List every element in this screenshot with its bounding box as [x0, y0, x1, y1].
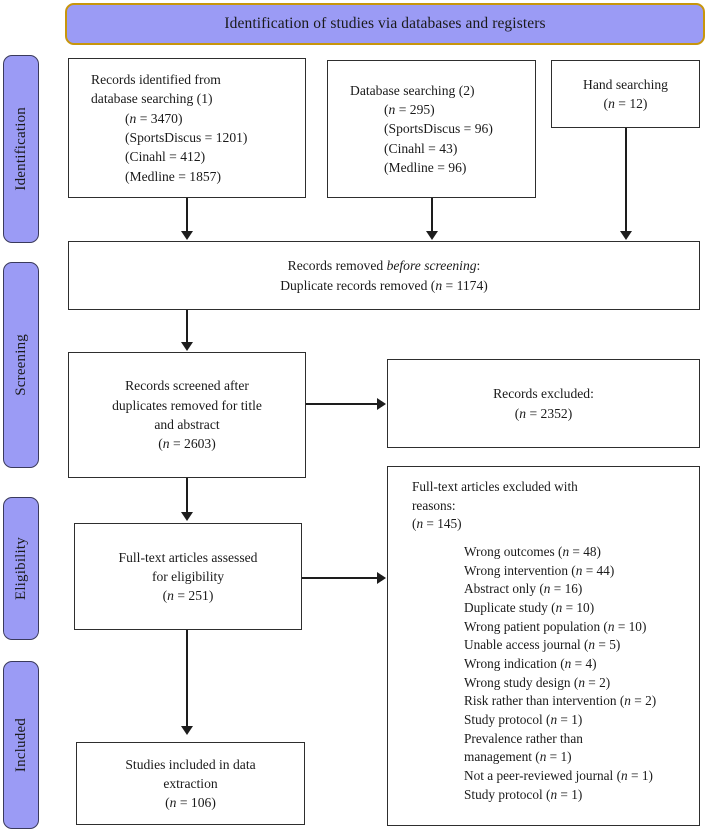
reason-item: Prevalence rather than [464, 730, 583, 746]
node-fulltext-excluded-header-2: reasons: [412, 497, 456, 513]
stage-label-included-text: Included [12, 717, 29, 773]
node-fulltext-excluded-count: (n = 145) [412, 516, 462, 532]
node-records-screened-line-1: Records screened after [125, 378, 249, 394]
node-studies-included-count: (n = 106) [165, 795, 216, 811]
reason-item: Wrong outcomes (n = 48) [464, 544, 601, 560]
connector-arrow-identified-to-removed [181, 231, 193, 240]
node-hand-searching-line-1: Hand searching [583, 76, 668, 92]
node-records-identified: Records identified from database searchi… [68, 58, 306, 198]
reason-item: Unable access journal (n = 5) [464, 637, 621, 653]
reason-item: Study protocol (n = 1) [464, 712, 583, 728]
node-database-searching-2-count-medline: (Medline = 96) [384, 159, 467, 175]
node-records-screened: Records screened after duplicates remove… [68, 352, 306, 478]
connector-line-database2-to-removed [431, 198, 433, 234]
node-studies-included-line-1: Studies included in data [125, 756, 256, 772]
stage-label-identification: Identification [3, 55, 39, 243]
connector-line-hand-to-removed [625, 128, 627, 234]
reason-item: Wrong study design (n = 2) [464, 674, 611, 690]
reason-item: Study protocol (n = 1) [464, 786, 583, 802]
connector-arrow-fulltext-to-excluded-reasons [377, 572, 386, 584]
node-records-identified-line-2: database searching (1) [91, 91, 213, 107]
connector-arrow-database2-to-removed [426, 231, 438, 240]
node-records-identified-count-medline: (Medline = 1857) [125, 168, 222, 184]
node-database-searching-2-count-total: (n = 295) [384, 102, 435, 118]
reason-item: Wrong intervention (n = 44) [464, 562, 615, 578]
node-database-searching-2-line-1: Database searching (2) [350, 82, 475, 98]
node-records-identified-count-sportsdiscus: (SportsDiscus = 1201) [125, 130, 248, 145]
reason-item: Not a peer-reviewed journal (n = 1) [464, 768, 653, 784]
node-fulltext-assessed-line-2: for eligibility [151, 568, 225, 584]
node-records-identified-line-1: Records identified from [91, 72, 221, 88]
stage-label-identification-text: Identification [12, 107, 29, 191]
connector-arrow-removed-to-screened [181, 342, 193, 351]
connector-line-screened-to-fulltext [186, 478, 188, 514]
node-records-screened-line-2: duplicates removed for title [112, 397, 262, 413]
node-studies-included-line-2: extraction [163, 775, 218, 791]
stage-label-screening: Screening [3, 262, 39, 468]
reason-item: Duplicate study (n = 10) [464, 600, 595, 616]
connector-arrow-fulltext-to-included [181, 726, 193, 735]
stage-banner-label: Identification of studies via databases … [224, 15, 546, 32]
node-records-removed: Records removed before screening: Duplic… [68, 241, 700, 310]
stage-label-eligibility: Eligibility [3, 497, 39, 640]
node-records-excluded-count: (n = 2352) [514, 405, 573, 421]
connector-line-removed-to-screened [186, 310, 188, 345]
node-records-removed-line-1: Records removed before screening: [69, 256, 699, 275]
connector-line-screened-to-excluded [306, 403, 378, 405]
reason-item: Wrong patient population (n = 10) [464, 618, 647, 634]
node-hand-searching-count: (n = 12) [603, 96, 648, 111]
node-fulltext-assessed: Full-text articles assessed for eligibil… [74, 523, 302, 630]
reasons-spacer [412, 534, 710, 543]
connector-arrow-screened-to-fulltext [181, 512, 193, 521]
reason-item: Wrong indication (n = 4) [464, 656, 597, 672]
node-fulltext-excluded-reasons: Full-text articles excluded with reasons… [387, 466, 700, 826]
reason-item: Abstract only (n = 16) [464, 581, 583, 597]
connector-line-fulltext-to-included [186, 630, 188, 728]
node-database-searching-2-count-sportsdiscus: (SportsDiscus = 96) [384, 121, 493, 137]
node-records-removed-prefix: Records removed [287, 258, 387, 274]
node-records-removed-suffix: : [476, 258, 481, 274]
node-fulltext-excluded-header-1: Full-text articles excluded with [412, 479, 578, 494]
node-hand-searching: Hand searching (n = 12) [551, 60, 700, 128]
stage-label-eligibility-text: Eligibility [12, 536, 29, 601]
node-records-excluded: Records excluded: (n = 2352) [387, 359, 700, 448]
node-studies-included: Studies included in data extraction (n =… [76, 742, 305, 825]
node-records-removed-italic: before screening [386, 258, 477, 274]
node-fulltext-assessed-count: (n = 251) [162, 588, 214, 604]
stage-label-included: Included [3, 661, 39, 829]
stage-label-screening-text: Screening [12, 334, 29, 396]
connector-arrow-hand-to-removed [620, 231, 632, 240]
connector-line-identified-to-removed [186, 198, 188, 234]
node-records-screened-line-3: and abstract [154, 417, 220, 432]
connector-arrow-screened-to-excluded [377, 398, 386, 410]
node-records-removed-line-2: Duplicate records removed (n = 1174) [280, 277, 488, 293]
reason-item: Risk rather than intervention (n = 2) [464, 693, 657, 709]
node-database-searching-2-count-cinahl: (Cinahl = 43) [384, 140, 458, 156]
node-fulltext-assessed-line-1: Full-text articles assessed [118, 549, 258, 565]
node-records-excluded-line-1: Records excluded: [493, 386, 594, 402]
node-records-identified-count-cinahl: (Cinahl = 412) [125, 149, 206, 165]
connector-line-fulltext-to-excluded-reasons [302, 577, 378, 579]
node-records-identified-count-total: (n = 3470) [125, 110, 183, 126]
reason-item: management (n = 1) [464, 749, 572, 765]
stage-banner-identification: Identification of studies via databases … [65, 3, 705, 45]
node-database-searching-2: Database searching (2) (n = 295) (Sports… [327, 60, 536, 198]
node-records-screened-count: (n = 2603) [158, 436, 216, 452]
